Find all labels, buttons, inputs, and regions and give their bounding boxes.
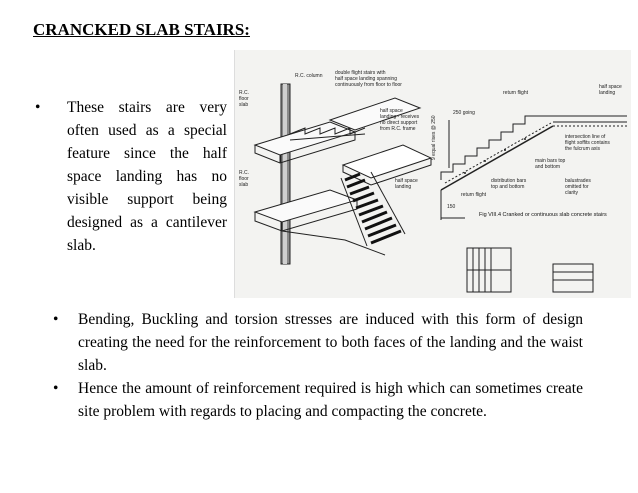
isometric-labels: R.C. column double flight stairs with ha…: [239, 70, 421, 190]
stairs-diagram-figure: R.C. column double flight stairs with ha…: [234, 50, 631, 298]
upper-flight-steps: [289, 127, 366, 141]
section-stair-drawing: [440, 115, 627, 293]
label-dim-150: 150: [447, 204, 456, 210]
label-return-flight-bottom: return flight: [461, 192, 487, 198]
bullet-item: • Hence the amount of reinforcement requ…: [53, 377, 583, 423]
bullet-text: Hence the amount of reinforcement requir…: [78, 380, 583, 420]
slide-title: CRANCKED SLAB STAIRS:: [33, 20, 250, 39]
bullet-dot: •: [53, 311, 59, 328]
bullet-text: These stairs are very often used as a sp…: [67, 99, 227, 254]
bullet-item: • Bending, Buckling and torsion stresses…: [53, 308, 583, 377]
label-going: 250 going: [453, 110, 475, 116]
bullet-item: • These stairs are very often used as a …: [35, 96, 227, 257]
label-rise: 9 equal rises @ 250: [431, 115, 437, 160]
figure-caption: Fig VIII.4 Cranked or continuous slab co…: [479, 212, 607, 218]
lower-flight-steps: [344, 172, 402, 245]
label-double-flight: double flight stairs with half space lan…: [335, 70, 402, 88]
bottom-bullet-list: • Bending, Buckling and torsion stresses…: [53, 308, 583, 423]
label-return-flight-top: return flight: [503, 90, 529, 96]
stairs-diagram: R.C. column double flight stairs with ha…: [239, 70, 627, 293]
isometric-stair-drawing: [253, 83, 433, 265]
bullet-dot: •: [35, 99, 41, 116]
label-rc-column: R.C. column: [295, 73, 323, 79]
label-half-space-landing-receives: half space landing - receives no direct …: [380, 108, 421, 132]
bullet-text: Bending, Buckling and torsion stresses a…: [78, 311, 583, 374]
label-intersection: intersection line of flight soffits cont…: [565, 134, 611, 152]
left-bullet-list: • These stairs are very often used as a …: [35, 96, 227, 257]
bullet-dot: •: [53, 380, 59, 397]
